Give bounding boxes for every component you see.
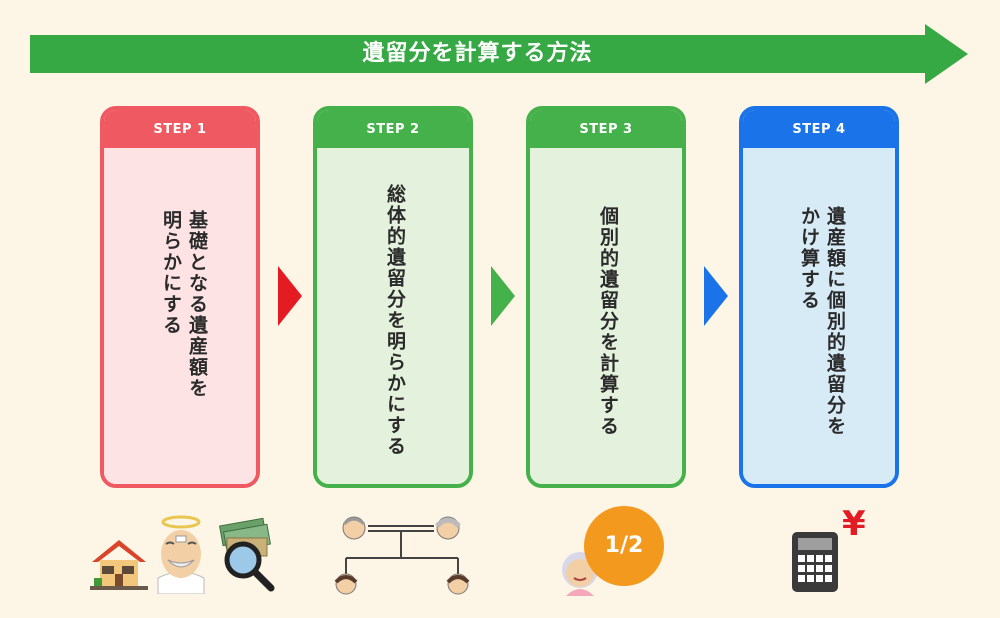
house-icon (90, 540, 148, 590)
step-description: 総体的遺留分を明らかにする (384, 184, 406, 457)
calculator-icon (792, 532, 838, 592)
step-description: 個別的遺留分を計算する (597, 206, 619, 437)
family-tree-icon (334, 516, 470, 595)
title-arrow (30, 24, 968, 84)
page-title: 遺留分を計算する方法 (362, 41, 593, 66)
step-card-1: STEP 1 基礎となる遺産額を明らかにする (100, 106, 260, 488)
step-card-3: STEP 3 個別的遺留分を計算する (526, 106, 686, 488)
step-body: 総体的遺留分を明らかにする (317, 148, 469, 484)
step-description: 遺産額に個別的遺留分をかけ算する (798, 206, 846, 437)
step-body: 個別的遺留分を計算する (530, 148, 682, 484)
step-label: STEP 1 (104, 110, 256, 148)
step-body: 遺産額に個別的遺留分をかけ算する (743, 148, 895, 484)
step-card-4: STEP 4 遺産額に個別的遺留分をかけ算する (739, 106, 899, 488)
fraction-badge: 1/2 (584, 506, 664, 586)
step-label: STEP 3 (530, 110, 682, 148)
step-card-2: STEP 2 総体的遺留分を明らかにする (313, 106, 473, 488)
chevron-right-icon (278, 266, 302, 326)
step-body: 基礎となる遺産額を明らかにする (104, 148, 256, 484)
magnifier-money-icon (219, 517, 275, 592)
step-label: STEP 2 (317, 110, 469, 148)
step-description: 基礎となる遺産額を明らかにする (160, 210, 208, 399)
deceased-elder-icon (157, 515, 205, 594)
chevron-right-icon (704, 266, 728, 326)
chevron-right-icon (491, 266, 515, 326)
step-label: STEP 4 (743, 110, 895, 148)
yen-icon: ¥ (842, 504, 866, 544)
